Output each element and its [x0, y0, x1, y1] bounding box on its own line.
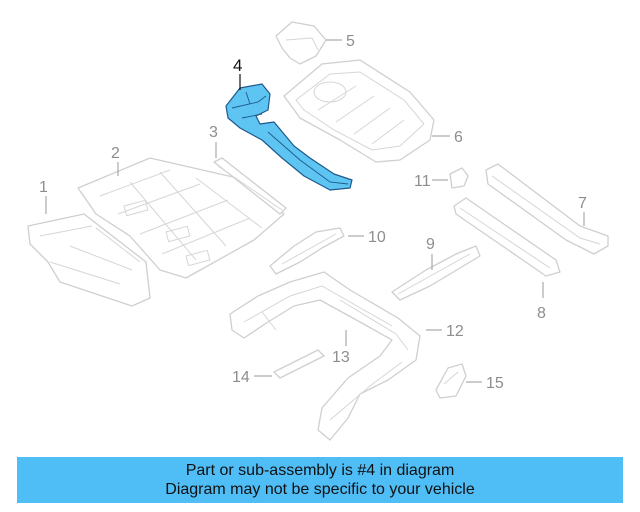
callout-14: 14: [232, 369, 250, 386]
callout-15: 15: [486, 375, 504, 392]
part-6: 6: [283, 59, 463, 163]
part-2: 2: [77, 145, 285, 279]
callout-2: 2: [111, 145, 120, 162]
part-15: 15: [435, 363, 504, 399]
part-3: 3: [209, 124, 287, 215]
part-12: 12: [229, 271, 464, 441]
info-banner: Part or sub-assembly is #4 in diagram Di…: [17, 457, 623, 503]
callout-7: 7: [578, 195, 587, 212]
banner-line-2: Diagram may not be specific to your vehi…: [165, 481, 475, 498]
part-5: 5: [275, 21, 355, 65]
callout-6: 6: [454, 129, 463, 146]
callout-8: 8: [537, 305, 546, 322]
part-4: 4: [225, 56, 353, 191]
callout-11: 11: [414, 173, 431, 190]
callout-13: 13: [332, 349, 350, 366]
callout-12: 12: [446, 323, 464, 340]
banner-line-1: Part or sub-assembly is #4 in diagram: [185, 462, 455, 479]
callout-4: 4: [233, 56, 242, 75]
part-11: 11: [414, 167, 469, 190]
part-10: 10: [269, 227, 386, 275]
parts-diagram: 1 2 3 4 5 6: [27, 21, 609, 441]
callout-10: 10: [368, 229, 386, 246]
part-1: 1: [27, 179, 151, 307]
callout-9: 9: [426, 236, 435, 253]
callout-5: 5: [346, 33, 355, 50]
part-13: 13: [332, 330, 350, 366]
callout-3: 3: [209, 124, 218, 141]
callout-1: 1: [39, 179, 48, 196]
part-9: 9: [391, 236, 481, 301]
part-7: 7: [485, 163, 609, 255]
part-14: 14: [232, 349, 325, 386]
part-8: 8: [453, 197, 561, 322]
